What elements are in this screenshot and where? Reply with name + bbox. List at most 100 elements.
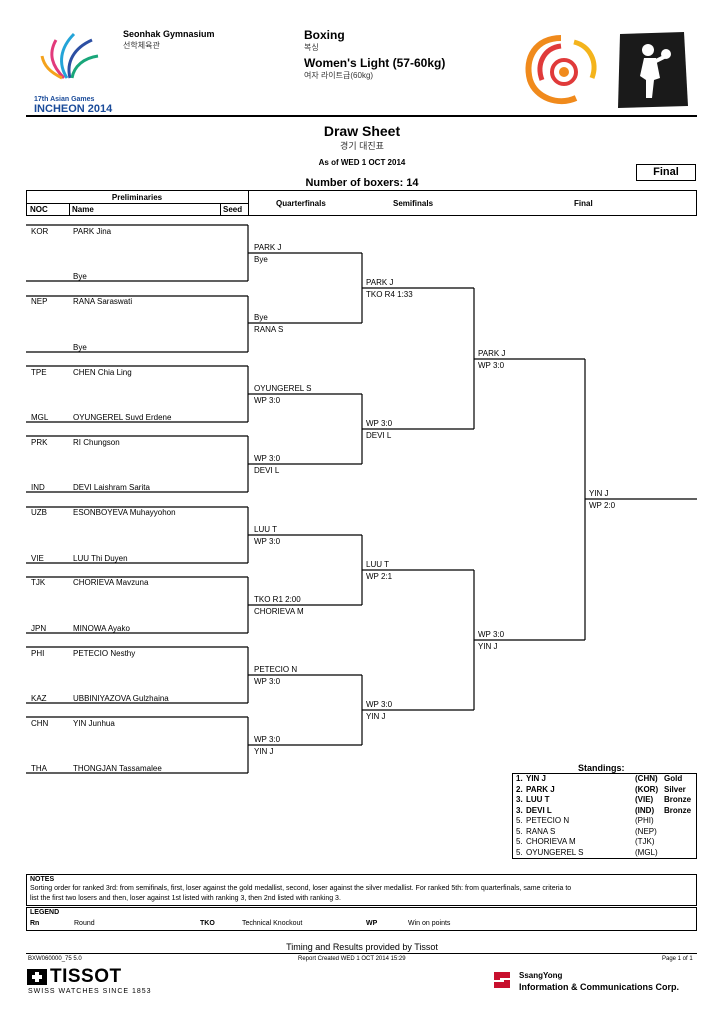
- sf-bottom: WP 3:0: [478, 361, 505, 370]
- draw-name: PETECIO Nesthy: [73, 649, 136, 658]
- games-line1: 17th Asian Games: [34, 96, 95, 103]
- boxer-count: Number of boxers: 14: [305, 177, 419, 189]
- legend-box: [26, 907, 697, 931]
- sport-kr: 복싱: [304, 43, 319, 52]
- r1-bottom: WP 3:0: [254, 677, 281, 686]
- timing-credit: Timing and Results provided by Tissot: [286, 942, 438, 952]
- header-divider: [26, 115, 697, 117]
- tissot-logo: TISSOT: [50, 966, 122, 987]
- r1-top: TKO R1 2:00: [254, 595, 301, 604]
- legend-desc: Win on points: [408, 920, 451, 927]
- draw-name: ESONBOYEVA Muhayyohon: [73, 508, 176, 517]
- r1-top: OYUNGEREL S: [254, 384, 312, 393]
- draw-noc: PHI: [31, 649, 45, 658]
- noc-sep: [69, 203, 70, 216]
- tissot-tagline: SWISS WATCHES SINCE 1853: [28, 988, 152, 995]
- draw-noc: MGL: [31, 413, 49, 422]
- standings-row: 5.RANA S(NEP): [516, 826, 657, 836]
- games-emblem-icon: [525, 35, 597, 105]
- draw-name: MINOWA Ayako: [73, 624, 130, 633]
- r1-top: PARK J: [254, 243, 282, 252]
- standings-row: 1.YIN J(CHN)Gold: [516, 774, 683, 783]
- final-score: WP 2:0: [589, 501, 616, 510]
- col-seed: Seed: [223, 205, 243, 214]
- event-title: Women's Light (57-60kg): [304, 56, 446, 70]
- draw-name: LUU Thi Duyen: [73, 554, 128, 563]
- page-title: Draw Sheet: [323, 123, 401, 139]
- r1-bottom: WP 3:0: [254, 396, 281, 405]
- r1-bottom: DEVI L: [254, 466, 280, 475]
- notes-line2: list the first two losers and then, lose…: [30, 895, 341, 902]
- draw-noc: KOR: [31, 227, 49, 236]
- draw-noc: PRK: [31, 438, 48, 447]
- seed-sep: [220, 203, 221, 216]
- draw-name: UBBINIYAZOVA Gulzhaina: [73, 694, 169, 703]
- qf-bottom: DEVI L: [366, 431, 392, 440]
- prelim-lines: [26, 224, 249, 774]
- venue-kr: 선학체육관: [123, 41, 160, 50]
- legend-title: LEGEND: [30, 909, 60, 916]
- draw-name: PARK Jina: [73, 227, 112, 236]
- standings-row: 5.OYUNGEREL S(MGL): [516, 847, 658, 857]
- legend-code: TKO: [200, 920, 215, 927]
- qf-top: LUU T: [366, 560, 389, 569]
- semifinal-lines: [474, 358, 586, 641]
- standings-row: 2.PARK J(KOR)Silver: [516, 784, 686, 794]
- legend-desc: Technical Knockout: [242, 920, 303, 927]
- footer-divider: [26, 953, 697, 954]
- ssangyong-logo-icon: [494, 972, 510, 988]
- phase-box: Final: [636, 164, 696, 181]
- draw-name: RANA Saraswati: [73, 297, 133, 306]
- notes-title: NOTES: [30, 876, 55, 883]
- qf-top: WP 3:0: [366, 700, 393, 709]
- final-winner: YIN J: [589, 489, 609, 498]
- draw-name: YIN Junhua: [73, 719, 115, 728]
- qf-bottom: TKO R4 1:33: [366, 290, 413, 299]
- games-line2: INCHEON 2014: [34, 103, 113, 115]
- draw-name: CHEN Chia Ling: [73, 368, 132, 377]
- draw-noc: TJK: [31, 578, 46, 587]
- r1-bottom: YIN J: [254, 747, 274, 756]
- col-semifinals: Semifinals: [393, 199, 434, 208]
- standings-row: 5.PETECIO N(PHI): [516, 816, 654, 825]
- sf-bottom: YIN J: [478, 642, 498, 651]
- r1-bottom: WP 3:0: [254, 537, 281, 546]
- draw-noc: CHN: [31, 719, 49, 728]
- r1-bottom: RANA S: [254, 325, 284, 334]
- venue: Seonhak Gymnasium: [123, 29, 215, 39]
- standings-row: 5.CHORIEVA M(TJK): [516, 837, 655, 846]
- draw-name: Bye: [73, 272, 87, 281]
- notes-box: [26, 874, 697, 906]
- draw-noc: VIE: [31, 554, 44, 563]
- col-final: Final: [574, 199, 593, 208]
- sponsor-name: SsangYong: [519, 971, 563, 980]
- asian-games-logo: [40, 32, 99, 80]
- r1-top: WP 3:0: [254, 735, 281, 744]
- sport: Boxing: [304, 28, 345, 42]
- event-kr: 여자 라이트급(60kg): [304, 71, 374, 80]
- draw-name: Bye: [73, 343, 87, 352]
- standings-title: Standings:: [578, 763, 625, 773]
- draw-noc: JPN: [31, 624, 47, 633]
- prelim-sep: [248, 190, 249, 216]
- qf-bottom: YIN J: [366, 712, 386, 721]
- notes-line1: Sorting order for ranked 3rd: from semif…: [30, 885, 572, 892]
- legend-code: WP: [366, 920, 378, 927]
- draw-noc: NEP: [31, 297, 48, 306]
- sf-top: WP 3:0: [478, 630, 505, 639]
- standings-row: 3.DEVI L(IND)Bronze: [516, 805, 692, 815]
- page-title-kr: 경기 대진표: [340, 141, 384, 151]
- legend-desc: Round: [74, 920, 95, 927]
- standings-table: 1.YIN J(CHN)Gold 2.PARK J(KOR)Silver 3.L…: [512, 773, 697, 859]
- draw-name: RI Chungson: [73, 438, 120, 447]
- r1-top: WP 3:0: [254, 454, 281, 463]
- r1-bottom: CHORIEVA M: [254, 607, 304, 616]
- r1-top: Bye: [254, 313, 268, 322]
- page-number: Page 1 of 1: [662, 956, 693, 962]
- as-of-date: As of WED 1 OCT 2014: [318, 158, 406, 167]
- prelim-divider: [26, 203, 248, 204]
- standings-row: 3.LUU T(VIE)Bronze: [516, 795, 692, 804]
- col-noc: NOC: [30, 205, 48, 214]
- sponsor-full: Information & Communications Corp.: [519, 982, 680, 992]
- draw-noc: TPE: [31, 368, 47, 377]
